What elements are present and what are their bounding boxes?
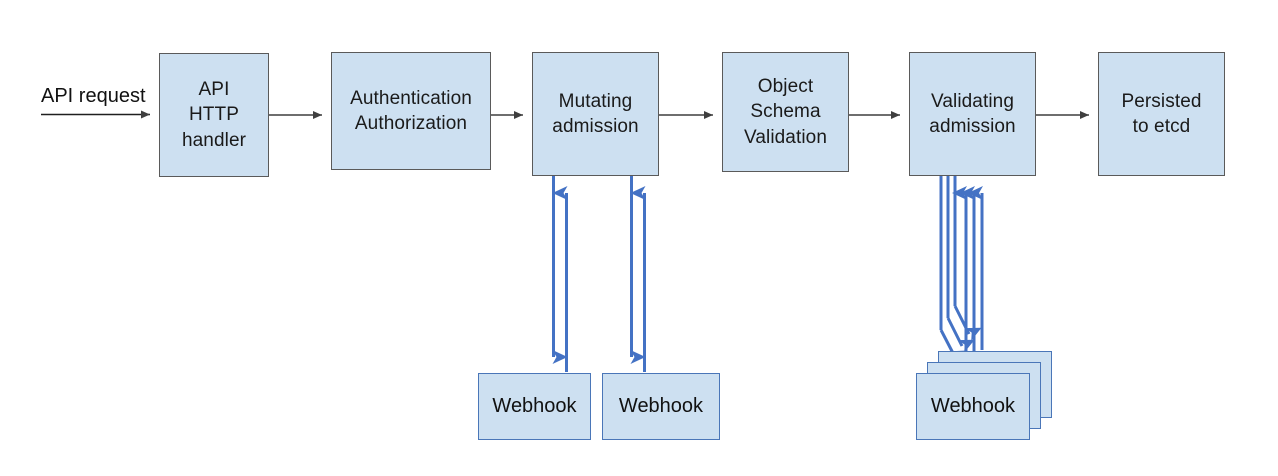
node-mutating-admission[interactable]: Mutating admission xyxy=(532,52,659,176)
edge-label-api-request: API request xyxy=(41,85,146,107)
edge-validating-to-webhook-stack xyxy=(939,176,982,364)
node-validating-admission-label: Validating admission xyxy=(929,90,1016,137)
webhook-mutating-1[interactable]: Webhook xyxy=(478,373,591,440)
node-api-http-handler-label: API HTTP handler xyxy=(181,79,247,151)
node-persisted-to-etcd[interactable]: Persisted to etcd xyxy=(1098,52,1225,176)
node-persisted-to-etcd-label: Persisted to etcd xyxy=(1121,90,1202,137)
node-api-http-handler[interactable]: API HTTP handler xyxy=(159,53,269,177)
node-object-schema-validation[interactable]: Object Schema Validation xyxy=(722,52,849,172)
webhook-validating-front[interactable]: Webhook xyxy=(916,373,1030,440)
edge-webhook-stack-to-validating xyxy=(952,186,984,372)
webhook-mutating-2[interactable]: Webhook xyxy=(602,373,720,440)
node-authentication-authorization[interactable]: Authentication Authorization xyxy=(331,52,491,170)
node-mutating-admission-label: Mutating admission xyxy=(552,90,639,137)
webhook-mutating-2-label: Webhook xyxy=(618,395,704,417)
node-object-schema-validation-label: Object Schema Validation xyxy=(743,76,828,148)
node-validating-admission[interactable]: Validating admission xyxy=(909,52,1036,176)
node-authentication-authorization-label: Authentication Authorization xyxy=(350,87,472,134)
webhook-mutating-1-label: Webhook xyxy=(492,395,577,417)
webhook-validating-front-label: Webhook xyxy=(930,395,1016,417)
